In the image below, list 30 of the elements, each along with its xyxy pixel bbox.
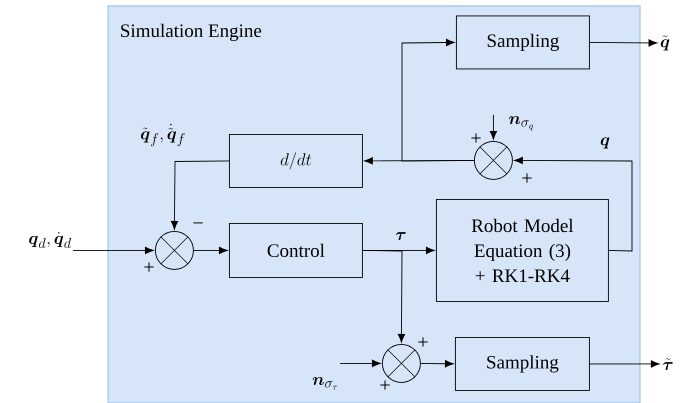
arrow (170, 160, 230, 230)
process-box: $d/dt$ (228, 134, 363, 188)
sign-label: + (471, 133, 481, 143)
arrow (362, 250, 406, 343)
sign-label: + (522, 173, 532, 183)
arrow (420, 360, 454, 368)
arrow (402, 38, 474, 162)
signal-label: $\boldsymbol{n}_{\sigma_q}$ (509, 116, 534, 130)
edge-label: $\tilde{\boldsymbol{q}}_f, \dot{\tilde{\boldsymbol{q}}}_f$ (139, 122, 187, 148)
sign-label: + (144, 262, 154, 272)
arrow (514, 156, 632, 252)
arrow (72, 246, 154, 254)
signal-label: $\tilde{\boldsymbol{\tau}}$ (662, 358, 673, 370)
sign-label: + (380, 380, 390, 390)
edge-label: $\boldsymbol{\tau}$ (394, 231, 408, 241)
arrow (340, 360, 381, 368)
process-box: Sampling (456, 15, 590, 70)
arrow (490, 114, 498, 140)
signal-label: $\tilde{\boldsymbol{q}}$ (660, 36, 670, 50)
signal-label: $\boldsymbol{q}_d, \dot{\boldsymbol{q}}_d$ (29, 232, 72, 248)
sign-label: − (193, 222, 203, 224)
summing-junction (154, 230, 194, 270)
arrow (193, 246, 228, 254)
process-box: Control (228, 222, 363, 278)
process-box: Sampling (454, 336, 590, 391)
arrow (589, 39, 658, 47)
signal-label: $\boldsymbol{n}_{\sigma_\tau}$ (312, 377, 338, 390)
sign-label: + (418, 337, 428, 347)
arrow (589, 360, 660, 368)
process-box: Robot Model Equation (3) + RK1-RK4 (436, 198, 609, 302)
